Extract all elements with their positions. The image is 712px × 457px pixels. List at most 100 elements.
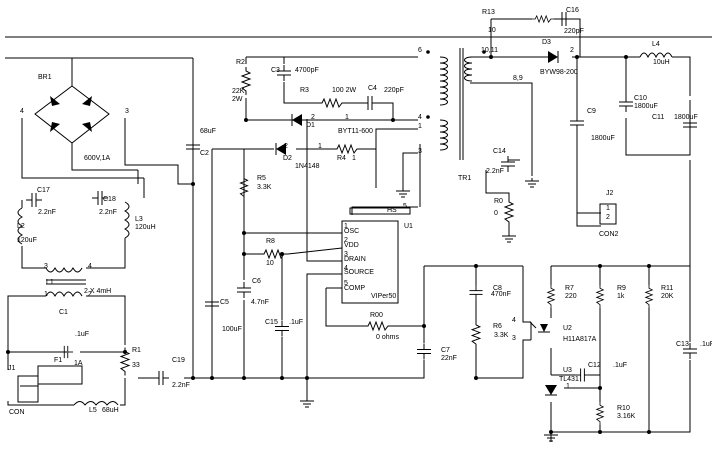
r2-ref: R2 xyxy=(236,59,245,66)
u2-val: H11A817A xyxy=(563,336,597,343)
pin-br1-3: 3 xyxy=(125,108,129,115)
osc: OSC xyxy=(344,228,359,235)
pin-l1-3: 3 xyxy=(44,263,48,270)
r5-val: 3.3K xyxy=(257,184,272,191)
c7-ref: C7 xyxy=(441,347,450,354)
l1-ref: L1 xyxy=(46,279,54,286)
r11-ref: R11 xyxy=(661,285,673,292)
component-labels: R1310C16220pFD3BYW98-20010,118,92L410uHC… xyxy=(8,7,712,420)
c18-ref: C18 xyxy=(103,196,116,203)
c16-val: 220pF xyxy=(564,28,584,35)
pin-u1-2: 2 xyxy=(344,237,348,244)
c3-val: 4700pF xyxy=(295,67,319,74)
pin-2-d1: 2 xyxy=(311,114,315,121)
br1-val: 600V,1A xyxy=(84,155,111,162)
r2-val-1: 22K xyxy=(232,88,245,95)
pin-l1-4: 4 xyxy=(88,263,92,270)
pin-8-9: 8,9 xyxy=(513,75,523,82)
r10-val: 3.16K xyxy=(617,413,636,420)
r7-val: 220 xyxy=(565,293,577,300)
c14-val: 2.2nF xyxy=(486,168,504,175)
r7-ref: R7 xyxy=(565,285,574,292)
pin-2-d2: 2 xyxy=(284,143,288,150)
pin-6: 6 xyxy=(418,47,422,54)
c13-ref: C13 xyxy=(676,341,689,348)
j1-ref: J1 xyxy=(8,365,16,372)
drain: DRAIN xyxy=(344,256,366,263)
c13-val: .1uF xyxy=(700,341,712,348)
pin-br1-4: 4 xyxy=(20,108,24,115)
l5-val: 68uH xyxy=(102,407,119,414)
comp: COMP xyxy=(344,285,365,292)
r13-ref: R13 xyxy=(482,9,495,16)
r00-ref: R00 xyxy=(370,312,383,319)
r00-val: 0 ohms xyxy=(376,334,399,341)
pin-l1-1: 1 xyxy=(44,291,48,298)
r0-val: 0 xyxy=(494,210,498,217)
c11-val: 1800uF xyxy=(674,114,698,121)
u2-ref: U2 xyxy=(563,325,572,332)
pin-u1-3: 3 xyxy=(344,251,348,258)
c18-val: 2.2nF xyxy=(99,209,117,216)
r9-val: 1k xyxy=(617,293,625,300)
c19-ref: C19 xyxy=(172,357,185,364)
pin-5: 5 xyxy=(403,203,407,210)
pin-1-tr: 1 xyxy=(418,123,422,130)
l3-val: 120uH xyxy=(135,224,156,231)
f1-ref: F1 xyxy=(54,357,62,364)
c10-val: 1800uF xyxy=(634,103,658,110)
c7-val: 22nF xyxy=(441,355,457,362)
c2-val: 68uF xyxy=(200,128,216,135)
pin-2-tr: 2 xyxy=(570,47,574,54)
c12-val: .1uF xyxy=(613,362,627,369)
c8-ref: C8 xyxy=(493,285,502,292)
d3-ref: D3 xyxy=(542,39,551,46)
c16-ref: C16 xyxy=(566,7,579,14)
junction-dots xyxy=(6,55,651,434)
pin-u2-3: 3 xyxy=(512,335,516,342)
r0-ref: R0 xyxy=(494,198,503,205)
pin-u1-5: 5 xyxy=(344,280,348,287)
f1-val: 1A xyxy=(74,360,83,367)
r1-val: 33 xyxy=(132,362,140,369)
c17-ref: C17 xyxy=(37,187,50,194)
vdd: VDD xyxy=(344,242,359,249)
u3-ref: U3 xyxy=(563,367,572,374)
l1-val: 2 X 4mH xyxy=(84,288,111,295)
l2-ref: L2 xyxy=(17,223,25,230)
c9-ref: C9 xyxy=(587,108,596,115)
c17-val: 2.2nF xyxy=(38,209,56,216)
l5-ref: L5 xyxy=(89,407,97,414)
d2-ref: D2 xyxy=(283,155,292,162)
pin-10-11: 10,11 xyxy=(481,47,498,54)
c19-val: 2.2nF xyxy=(172,382,190,389)
viper: VIPer50 xyxy=(371,293,396,300)
pin-1-d1: 1 xyxy=(345,114,349,121)
hs-ref: HS xyxy=(387,207,397,214)
l3-ref: L3 xyxy=(135,216,143,223)
d3-val: BYW98-200 xyxy=(540,69,578,76)
pin-u3-1: 1 xyxy=(566,383,570,390)
br1-ref: BR1 xyxy=(38,74,52,81)
l4-val: 10uH xyxy=(653,59,670,66)
c4-val: 220pF xyxy=(384,87,404,94)
c9-val: 1800uF xyxy=(591,135,615,142)
c5-val: 100uF xyxy=(222,326,242,333)
r8-ref: R8 xyxy=(266,238,275,245)
source: SOURCE xyxy=(344,269,374,276)
r6-ref: R6 xyxy=(493,323,502,330)
r4-ref: R4 xyxy=(337,155,346,162)
pin-u1-4: 4 xyxy=(344,265,348,272)
pin-j2-1: 1 xyxy=(606,205,610,212)
r13-val: 10 xyxy=(488,27,496,34)
u3-val: TL431 xyxy=(559,376,579,383)
c10-ref: C10 xyxy=(634,95,647,102)
c1-val: .1uF xyxy=(75,331,89,338)
d2-val: 1N4148 xyxy=(295,163,320,170)
pin-3: 3 xyxy=(418,148,422,155)
con-val: CON xyxy=(9,409,25,416)
c4-ref: C4 xyxy=(368,85,377,92)
r3-ref: R3 xyxy=(300,87,309,94)
d1-ref: D1 xyxy=(306,122,315,129)
